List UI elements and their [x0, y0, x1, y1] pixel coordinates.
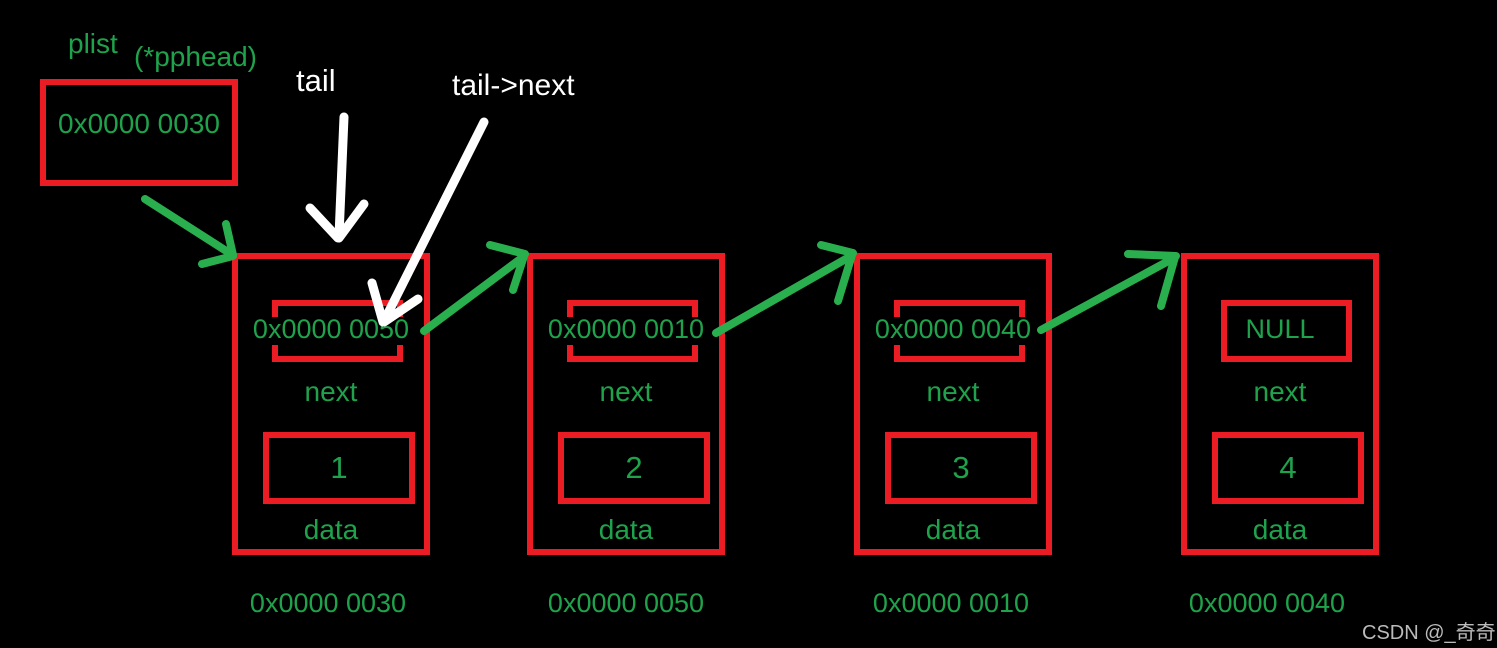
watermark: CSDN @_奇奇 — [1362, 622, 1496, 644]
node-1-next-label: next — [304, 376, 358, 407]
node-2-data-value: 2 — [625, 450, 643, 485]
node-2: 0x0000 0010 next 2 data — [527, 253, 725, 555]
node-3-data-box: 3 — [885, 432, 1037, 504]
node-4-address: 0x0000 0040 — [1188, 588, 1346, 618]
node-4-data-value: 4 — [1279, 450, 1297, 485]
node-3-next-box — [893, 300, 1026, 362]
node-1-next-box-left-gap — [271, 317, 280, 345]
node-1-data-box: 1 — [263, 432, 415, 504]
node-1: 0x0000 0050 next 1 data — [232, 253, 430, 555]
node-4-next-label: next — [1253, 376, 1307, 407]
plist-to-node-1-arrow — [141, 195, 237, 268]
node-2-next-box-right-gap — [690, 317, 699, 345]
node-1-next-box-right-gap — [395, 317, 404, 345]
node-3-data-label: data — [925, 514, 981, 545]
node-1-data-value: 1 — [330, 450, 348, 485]
node-2-data-label: data — [598, 514, 654, 545]
node-4-data-label: data — [1252, 514, 1308, 545]
node-2-next-box-left-gap — [566, 317, 575, 345]
node-1-data-label: data — [303, 514, 359, 545]
node-3-next-label: next — [926, 376, 980, 407]
node-3: 0x0000 0040 next 3 data — [854, 253, 1052, 555]
node-3-next-value: 0x0000 0040 — [874, 314, 1032, 344]
node-1-address: 0x0000 0030 — [249, 588, 407, 618]
node-4: NULL next 4 data — [1181, 253, 1379, 555]
node-4-next-value: NULL — [1245, 314, 1315, 344]
tail-label: tail — [296, 63, 336, 98]
node-2-next-label: next — [599, 376, 653, 407]
node-1-to-node-2-arrow — [420, 241, 529, 335]
node-2-data-box: 2 — [558, 432, 710, 504]
plist-pointer-value: 0x0000 0030 — [58, 107, 220, 139]
node-3-address: 0x0000 0010 — [872, 588, 1030, 618]
tail-next-label: tail->next — [452, 69, 575, 102]
pphead-alias-label: (*pphead) — [134, 41, 257, 72]
node-2-to-node-3-arrow — [712, 241, 857, 337]
node-1-next-box — [271, 300, 404, 362]
node-4-next-box — [1221, 300, 1352, 362]
plist-pointer-box: 0x0000 0030 — [40, 79, 238, 186]
tail-arrow — [305, 112, 369, 243]
node-3-to-node-4-arrow — [1037, 250, 1180, 334]
node-3-next-box-left-gap — [893, 317, 902, 345]
node-2-next-value: 0x0000 0010 — [547, 314, 705, 344]
node-2-address: 0x0000 0050 — [547, 588, 705, 618]
node-3-next-box-right-gap — [1017, 317, 1026, 345]
node-1-next-value: 0x0000 0050 — [252, 314, 410, 344]
node-3-data-value: 3 — [952, 450, 970, 485]
plist-label: plist — [68, 28, 118, 59]
node-2-next-box — [566, 300, 699, 362]
node-4-data-box: 4 — [1212, 432, 1364, 504]
